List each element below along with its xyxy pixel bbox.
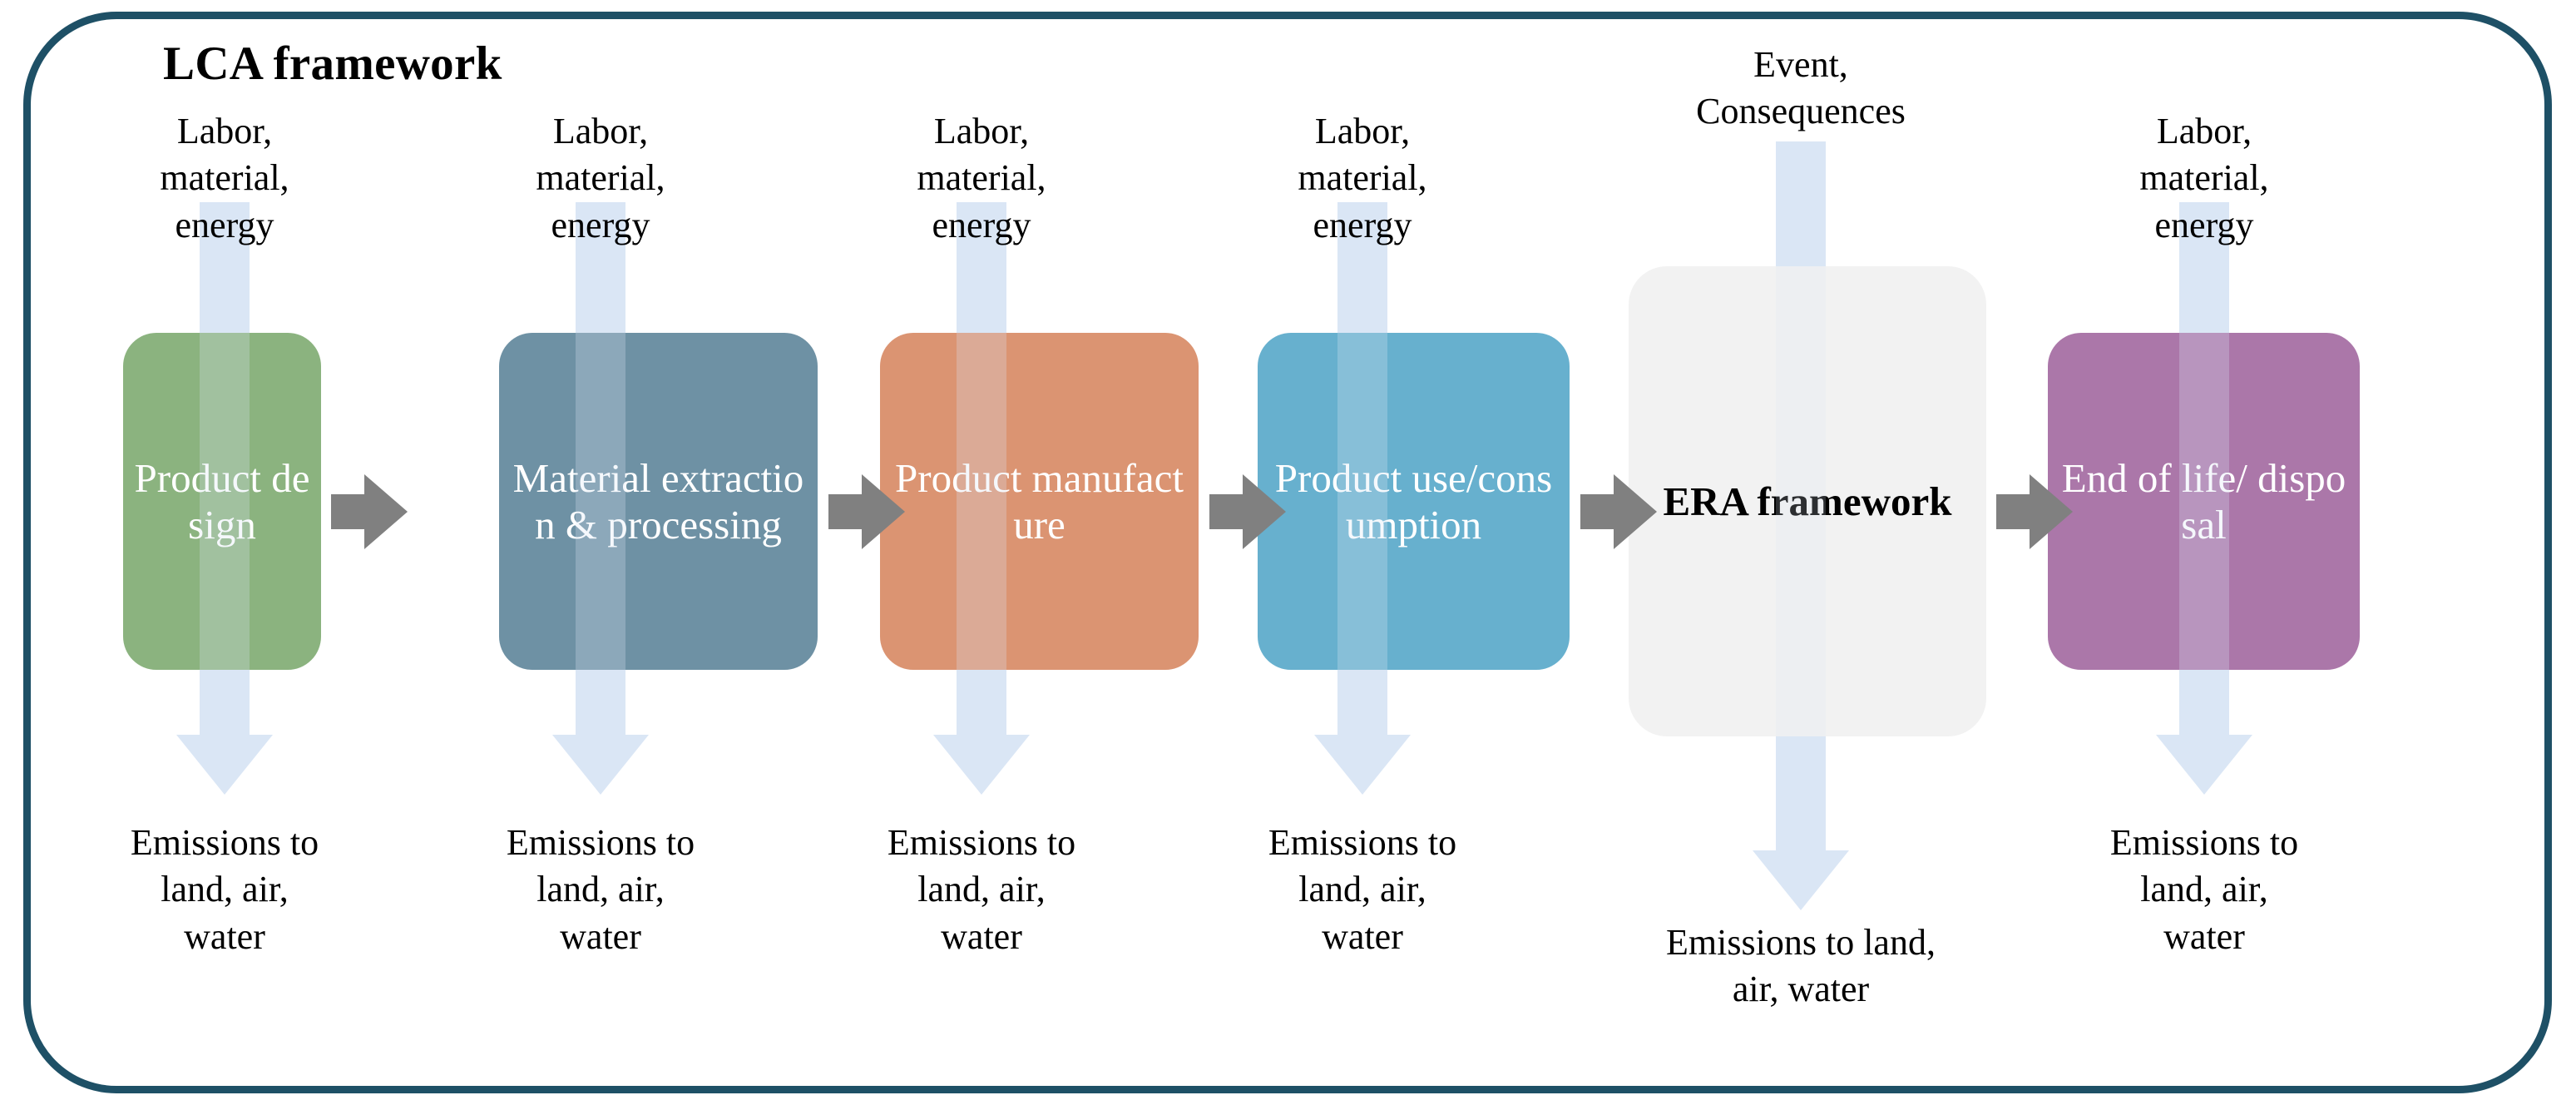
input-label-material-extraction: Labor, material, energy [536,111,665,245]
stage-label-product-design: Product design [134,454,310,548]
stage-label-product-manufacture: Product manufacture [895,454,1184,548]
diagram-outer-frame [23,12,2552,1093]
connector-arrow-4 [1580,474,1657,549]
input-label-product-manufacture: Labor, material, energy [917,111,1046,245]
input-label-product-design: Labor, material, energy [160,111,289,245]
input-label-product-use: Labor, material, energy [1298,111,1427,245]
stage-label-end-of-life: End of life/ disposal [2061,454,2346,548]
output-label-end-of-life: Emissions to land, air, water [2109,822,2299,957]
output-label-product-use: Emissions to land, air, water [1268,822,1457,957]
stage-box-end-of-life[interactable]: End of life/ disposal [2048,333,2360,670]
output-label-product-manufacture: Emissions to land, air, water [887,822,1076,957]
input-label-end-of-life: Labor, material, energy [2139,111,2269,245]
stage-box-era-framework[interactable]: ERA framework [1629,266,1986,736]
connector-arrow-2 [828,474,905,549]
stage-box-product-manufacture[interactable]: Product manufacture [880,333,1199,670]
stage-box-product-design[interactable]: Product design [123,333,321,670]
stage-label-era-framework: ERA framework [1663,478,1952,524]
input-label-era-framework: Event, Consequences [1696,44,1906,132]
connector-arrow-1 [331,474,408,549]
stage-box-product-use[interactable]: Product use/consumption [1258,333,1570,670]
stage-box-material-extraction[interactable]: Material extraction & processing [499,333,818,670]
stage-label-product-use: Product use/consumption [1274,454,1553,548]
connector-arrow-5 [1996,474,2073,549]
connector-arrow-3 [1209,474,1286,549]
diagram-title: LCA framework [163,37,502,90]
output-label-era-framework: Emissions to land, air, water [1666,922,1936,1010]
output-label-material-extraction: Emissions to land, air, water [506,822,695,957]
output-label-product-design: Emissions to land, air, water [130,822,319,957]
stage-label-material-extraction: Material extraction & processing [512,454,804,548]
